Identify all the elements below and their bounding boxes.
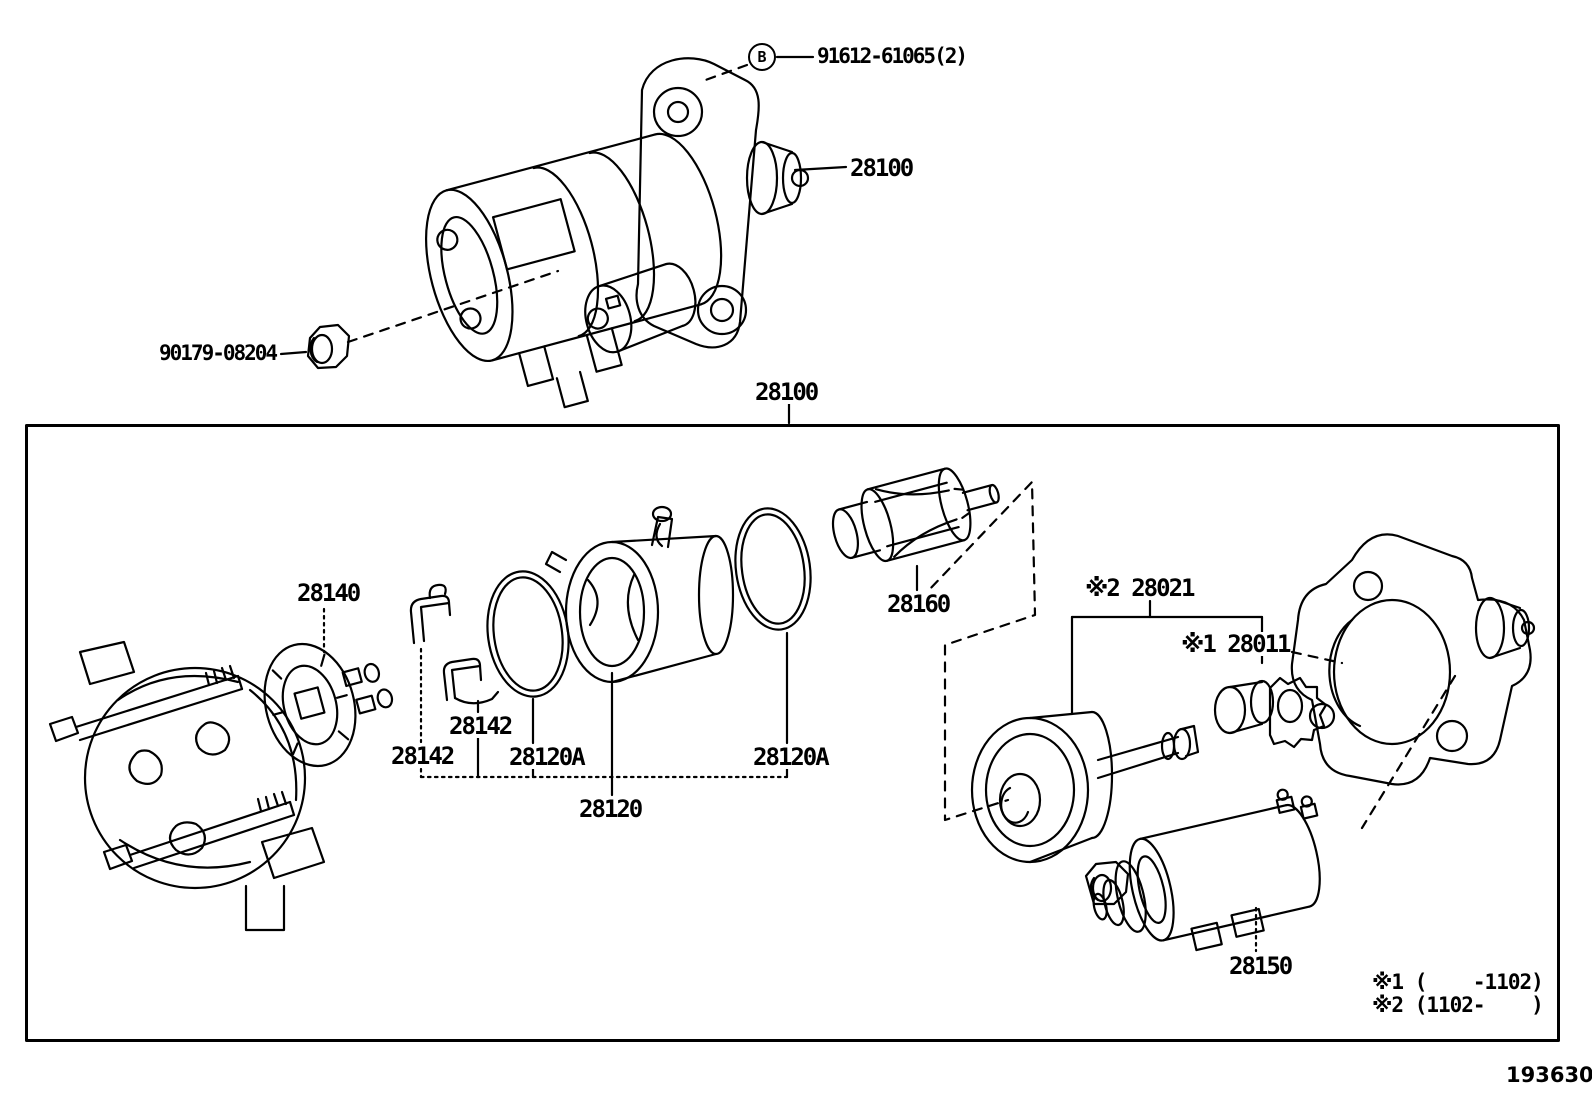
yoke-drawing: [544, 505, 735, 684]
label-oring-right: 28120A: [752, 743, 830, 771]
label-oring-left: 28120A: [508, 743, 586, 771]
label-assembly-box: 28100: [754, 378, 819, 406]
figure-number: 193630: [1506, 1063, 1592, 1087]
pinion-drawing: [1213, 676, 1328, 749]
note-applicability-1: ※1 ( -1102): [1372, 970, 1544, 994]
through-bolt-lower: [102, 790, 296, 871]
starter-assembly-drawing: [424, 57, 810, 409]
label-nut-part: 90179-08204: [158, 341, 278, 365]
label-clip-upper: 28142: [448, 712, 513, 740]
label-pinion: ※1 28011: [1180, 630, 1291, 658]
dotted-leader-lines: [322, 607, 1258, 953]
note-applicability-2: ※2 (1102- ): [1372, 993, 1544, 1017]
rear-end-frame-drawing: [78, 640, 326, 932]
bolt-symbol-b: B: [748, 43, 776, 71]
label-yoke: 28120: [578, 795, 643, 823]
dashed-construction-lines: [346, 63, 1457, 830]
label-assembly-top: 28100: [849, 154, 914, 182]
label-clutch-assy: ※2 28021: [1084, 574, 1195, 602]
magnetic-switch-drawing: [1084, 788, 1321, 952]
clip-upper-drawing: [409, 583, 452, 645]
clip-lower-drawing: [442, 657, 500, 705]
label-brush-holder: 28140: [296, 579, 361, 607]
brush-holder-drawing: [263, 642, 394, 768]
through-bolt-upper: [48, 664, 244, 743]
label-clip-left: 28142: [390, 742, 455, 770]
o-ring-right-drawing: [734, 507, 812, 631]
nut-drawing: [306, 323, 351, 370]
o-ring-left-drawing: [486, 570, 570, 698]
parts-box: [25, 424, 1560, 1042]
end-housing-drawing: [1290, 533, 1536, 786]
label-bolt-part: 91612-61065(2): [816, 44, 968, 68]
label-magnetic-switch: 28150: [1228, 952, 1293, 980]
clutch-drawing: [970, 710, 1200, 864]
label-armature: 28160: [886, 590, 951, 618]
armature-drawing: [831, 467, 1000, 563]
